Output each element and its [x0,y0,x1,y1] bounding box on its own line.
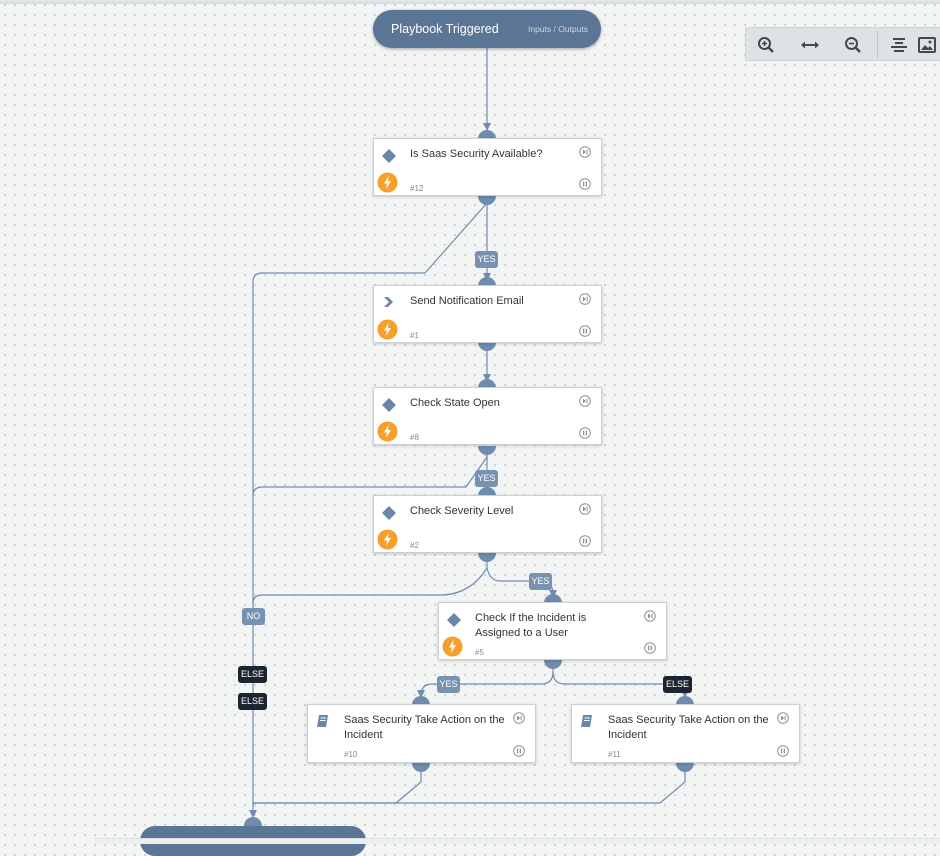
book-icon [581,715,592,727]
bottom-border [95,838,940,844]
zoom-out-icon [845,36,861,53]
zoom-out-button[interactable] [833,28,873,61]
else-label: ELSE [238,666,267,683]
pause-icon[interactable] [579,325,591,337]
task-name: Check If the Incident is Assigned to a U… [475,612,587,639]
bolt-icon [377,172,398,193]
task-number: #5 [475,648,484,657]
condition-icon [382,506,396,520]
yes-label: YES [437,676,460,693]
task-number: #11 [608,750,621,759]
chevron-right-icon [384,297,393,307]
task-name: Saas Security Take Action on the Inciden… [608,714,769,741]
skip-icon[interactable] [644,610,656,622]
condition-icon [447,613,461,627]
task-name: Send Notification Email [410,295,524,307]
task-number: #10 [344,750,358,759]
task-name: Check Severity Level [410,505,514,517]
skip-icon[interactable] [579,395,591,407]
pause-icon[interactable] [579,535,591,547]
task-node-10[interactable]: Saas Security Take Action on the Inciden… [307,704,536,763]
else-label: ELSE [663,676,692,693]
skip-icon[interactable] [777,712,789,724]
task-number: #8 [410,433,419,442]
toolbar-separator [877,31,878,58]
task-name: Check State Open [410,397,500,409]
no-label: NO [242,608,265,625]
zoom-in-button[interactable] [746,28,786,61]
top-border [0,0,940,4]
task-node-11[interactable]: Saas Security Take Action on the Inciden… [571,704,800,763]
align-icon [891,37,907,52]
condition-icon [382,149,396,163]
task-number: #1 [410,331,419,340]
bolt-icon [442,636,463,657]
bolt-icon [377,421,398,442]
align-button[interactable] [879,28,919,61]
yes-label: YES [475,470,498,487]
task-number: #2 [410,541,419,550]
yes-label: YES [475,251,498,268]
condition-icon [382,398,396,412]
task-node-12[interactable]: Is Saas Security Available? #12 [373,138,602,196]
zoom-in-icon [758,36,774,53]
pause-icon[interactable] [644,642,656,654]
task-name: Saas Security Take Action on the Inciden… [344,714,505,741]
zoom-toolbar [745,27,940,61]
task-node-5[interactable]: Check If the Incident is Assigned to a U… [438,602,667,660]
start-node-title: Playbook Triggered [391,22,499,36]
yes-label: YES [529,573,552,590]
else-label: ELSE [238,693,267,710]
image-icon [918,36,936,53]
task-name: Is Saas Security Available? [410,148,543,160]
skip-icon[interactable] [579,146,591,158]
fit-width-icon [801,41,819,48]
fit-width-button[interactable] [790,28,830,61]
task-node-8[interactable]: Check State Open #8 [373,387,602,445]
skip-icon[interactable] [513,712,525,724]
inputs-outputs-link[interactable]: Inputs / Outputs [527,24,588,34]
pause-icon[interactable] [777,745,789,757]
pause-icon[interactable] [513,745,525,757]
image-button[interactable] [918,28,940,61]
playbook-triggered-node[interactable]: Playbook Triggered Inputs / Outputs [373,10,601,48]
skip-icon[interactable] [579,293,591,305]
pause-icon[interactable] [579,178,591,190]
task-node-2[interactable]: Check Severity Level #2 [373,495,602,553]
book-icon [317,715,328,727]
pause-icon[interactable] [579,427,591,439]
skip-icon[interactable] [579,503,591,515]
task-node-1[interactable]: Send Notification Email #1 [373,285,602,343]
task-number: #12 [410,184,424,193]
bolt-icon [377,529,398,550]
bolt-icon [377,319,398,340]
